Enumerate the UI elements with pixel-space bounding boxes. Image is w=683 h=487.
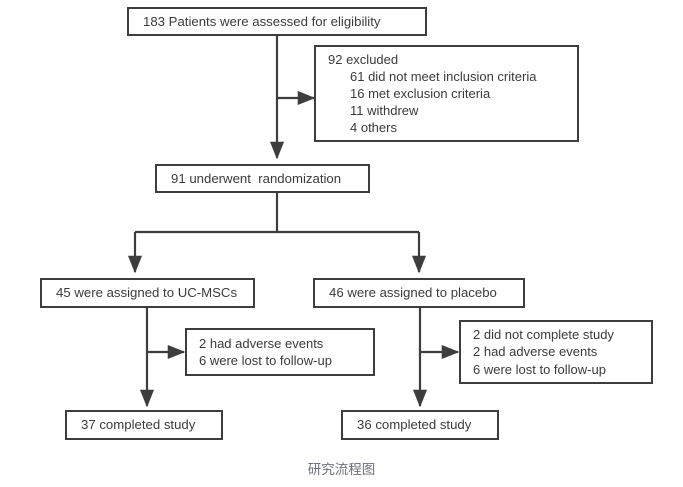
node-completed-placebo-text: 36 completed study xyxy=(357,417,472,433)
node-arm-treatment: 45 were assigned to UC-MSCs xyxy=(40,278,255,308)
figure-caption: 研究流程图 xyxy=(307,462,376,478)
node-completed-placebo: 36 completed study xyxy=(341,410,499,440)
node-dropout-placebo: 2 did not complete study 2 had adverse e… xyxy=(459,320,653,384)
node-dropout-treatment: 2 had adverse events 6 were lost to foll… xyxy=(185,328,375,376)
node-dropout-treatment-line-2: 6 were lost to follow-up xyxy=(199,353,332,368)
node-enrollment-text: 183 Patients were assessed for eligibili… xyxy=(143,13,381,29)
node-arm-placebo-text: 46 were assigned to placebo xyxy=(329,285,497,301)
node-arm-placebo: 46 were assigned to placebo xyxy=(313,278,525,308)
node-excluded-heading: 92 excluded xyxy=(328,51,399,67)
node-excluded-reason-2: 16 met exclusion criteria xyxy=(350,85,491,101)
node-excluded-reason-1: 61 did not meet inclusion criteria xyxy=(350,68,537,84)
node-dropout-placebo-line-3: 6 were lost to follow-up xyxy=(473,361,606,377)
node-excluded-reason-3: 11 withdrew xyxy=(350,103,419,119)
node-excluded: 92 excluded 61 did not meet inclusion cr… xyxy=(314,45,579,142)
node-arm-treatment-text: 45 were assigned to UC-MSCs xyxy=(56,285,238,301)
node-dropout-placebo-line-1: 2 did not complete study xyxy=(473,327,614,343)
node-dropout-placebo-line-2: 2 had adverse events xyxy=(473,344,598,360)
node-enrollment: 183 Patients were assessed for eligibili… xyxy=(127,7,427,36)
node-dropout-treatment-line-1: 2 had adverse events xyxy=(199,335,324,351)
node-completed-treatment-text: 37 completed study xyxy=(81,417,196,433)
node-randomization-text: 91 underwent randomization xyxy=(171,170,342,186)
node-completed-treatment: 37 completed study xyxy=(65,410,223,440)
node-excluded-reason-4: 4 others xyxy=(350,120,397,136)
node-randomization: 91 underwent randomization xyxy=(155,164,370,193)
